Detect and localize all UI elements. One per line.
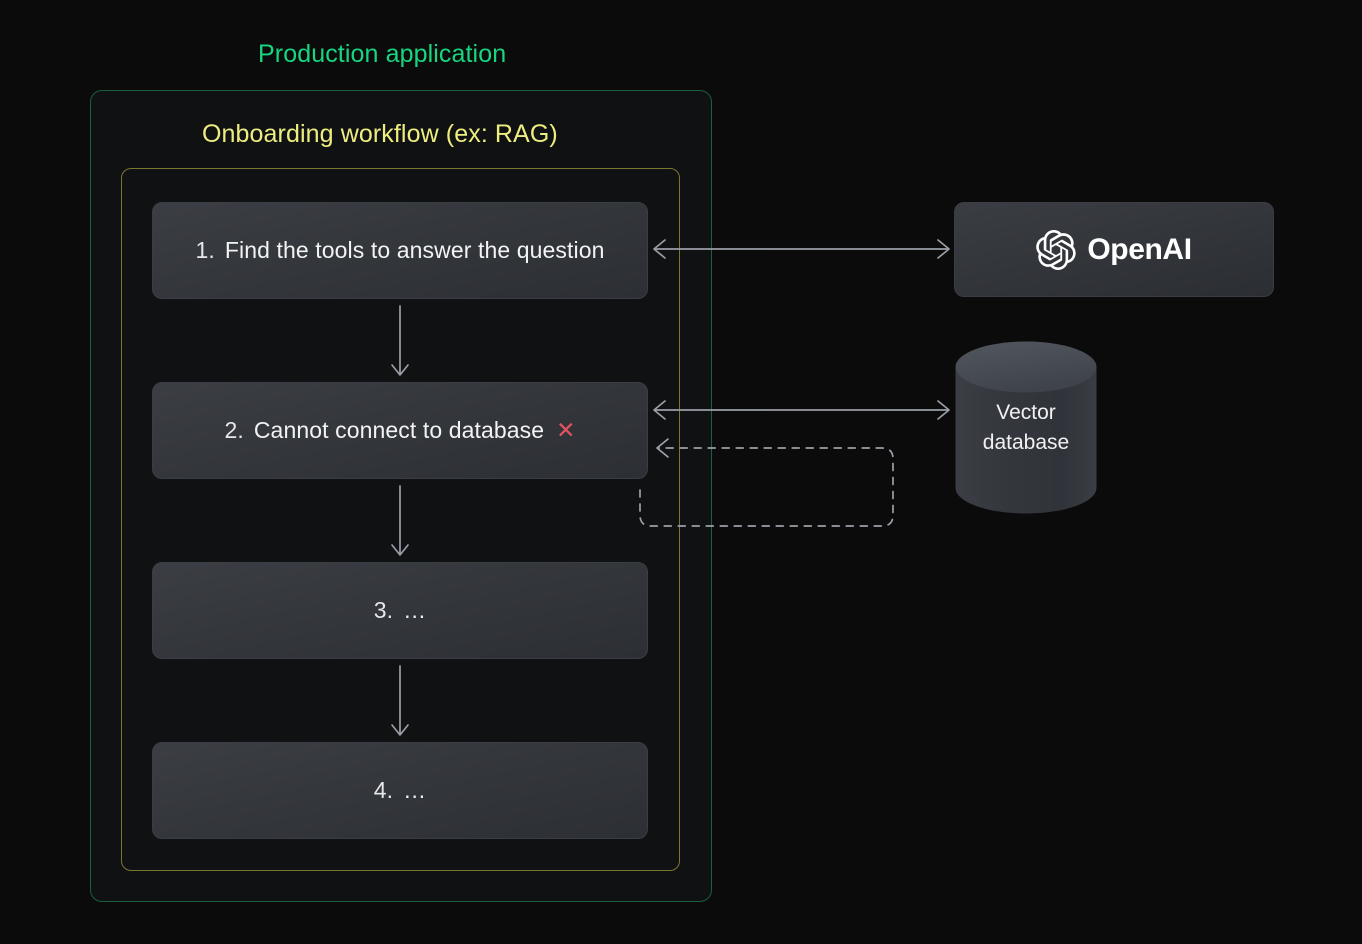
workflow-step-4[interactable]: 4. … xyxy=(152,742,648,839)
step-1-number: 1. xyxy=(195,237,215,263)
openai-blossom-icon xyxy=(1036,229,1077,270)
step-4-label: … xyxy=(403,777,427,803)
workflow-step-3[interactable]: 3. … xyxy=(152,562,648,659)
workflow-step-2[interactable]: 2. Cannot connect to database ✕ xyxy=(152,382,648,479)
openai-wordmark: OpenAI xyxy=(1087,232,1192,266)
step-4-number: 4. xyxy=(373,777,394,803)
error-x-icon: ✕ xyxy=(556,417,576,443)
production-application-title: Production application xyxy=(258,40,507,68)
step-3-label: … xyxy=(403,597,427,623)
openai-service-node[interactable]: OpenAI xyxy=(954,202,1274,297)
step-3-number: 3. xyxy=(373,597,394,623)
onboarding-workflow-title: Onboarding workflow (ex: RAG) xyxy=(202,120,558,148)
database-cylinder-icon xyxy=(955,341,1097,514)
step-2-label: Cannot connect to database xyxy=(253,417,545,443)
step-1-label: Find the tools to answer the question xyxy=(224,237,605,263)
vector-database-node[interactable]: Vector database xyxy=(954,340,1098,515)
workflow-step-1[interactable]: 1. Find the tools to answer the question xyxy=(152,202,648,299)
step-2-number: 2. xyxy=(224,417,244,443)
